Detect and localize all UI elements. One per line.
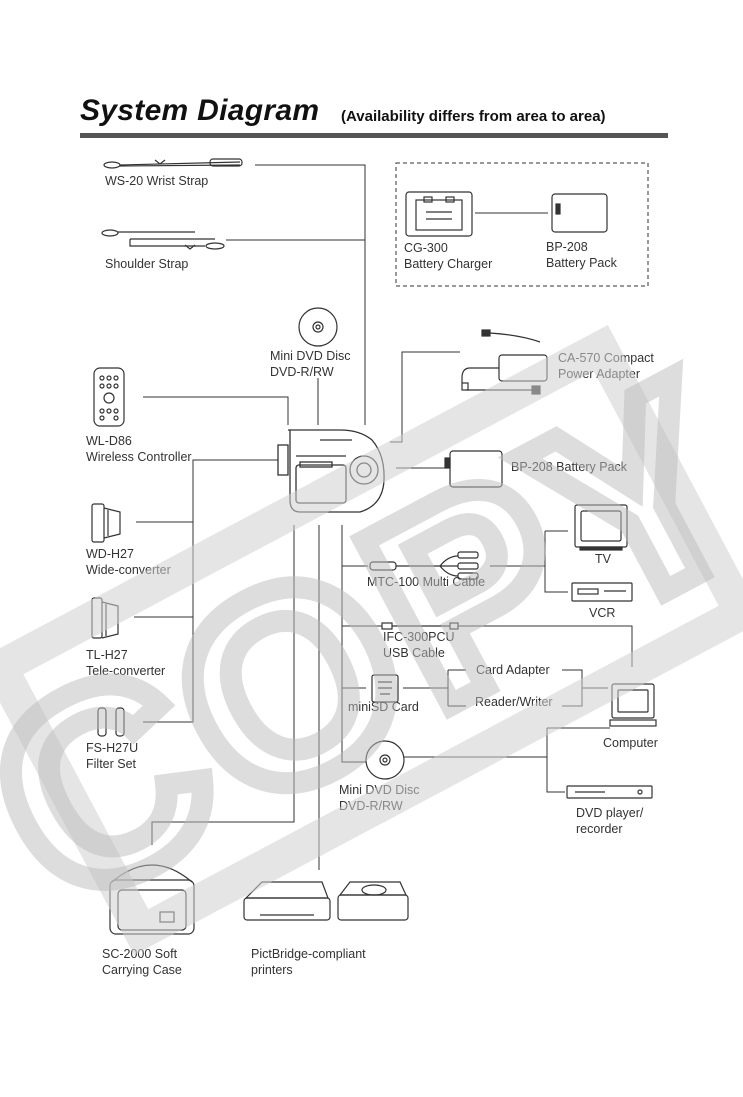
tele-converter-name: Tele-converter (86, 663, 166, 678)
vcr-icon (571, 582, 633, 602)
battery-charger-label: CG-300 Battery Charger (404, 241, 492, 272)
mini-dvd-top-type: DVD-R/RW (270, 364, 334, 379)
computer-icon (609, 683, 657, 727)
page-header: System Diagram (Availability differs fro… (80, 94, 668, 134)
battery-pack-box-name: Battery Pack (546, 255, 617, 270)
filter-set-model: FS-H27U (86, 741, 139, 755)
mini-dvd-top-icon (298, 307, 338, 347)
carrying-case-model: SC-2000 Soft (102, 947, 178, 961)
power-adapter-model: CA-570 Compact (558, 351, 654, 365)
wide-converter-label: WD-H27 Wide-converter (86, 547, 171, 578)
wireless-controller-model: WL-D86 (86, 434, 132, 448)
battery-charger-name: Battery Charger (404, 256, 493, 271)
power-adapter-icon (461, 329, 548, 395)
tele-converter-icon (91, 597, 119, 639)
mini-dvd-top-label: Mini DVD Disc DVD-R/RW (270, 349, 351, 380)
mini-dvd-bottom-icon (365, 740, 405, 780)
power-adapter-label: CA-570 Compact Power Adapter (558, 351, 654, 382)
wide-converter-name: Wide-converter (86, 562, 171, 577)
minisd-card-icon (371, 674, 399, 703)
usb-cable-model: IFC-300PCU (383, 630, 455, 644)
mini-dvd-bottom-type: DVD-R/RW (339, 798, 403, 813)
filter-set-label: FS-H27U Filter Set (86, 741, 138, 772)
tv-label: TV (595, 552, 611, 566)
mini-dvd-bottom-label: Mini DVD Disc DVD-R/RW (339, 783, 420, 814)
wireless-controller-label: WL-D86 Wireless Controller (86, 434, 192, 465)
battery-pack-right-icon (444, 450, 503, 488)
carrying-case-icon (109, 864, 195, 935)
title-rule (80, 133, 668, 138)
printers-label: PictBridge-compliant printers (251, 947, 366, 978)
card-adapter-label: Card Adapter (476, 663, 550, 677)
multi-cable-label: MTC-100 Multi Cable (367, 575, 486, 589)
camcorder-icon (277, 429, 385, 513)
usb-cable-name: USB Cable (383, 645, 445, 660)
dvd-player-name-2: recorder (576, 821, 623, 836)
wireless-controller-name: Wireless Controller (86, 449, 192, 464)
wrist-strap-label: WS-20 Wrist Strap (105, 174, 209, 188)
battery-charger-icon (405, 191, 473, 237)
usb-cable-icon (381, 622, 459, 630)
wireless-controller-icon (93, 367, 125, 427)
mini-dvd-top-name: Mini DVD Disc (270, 349, 351, 363)
page-subtitle: (Availability differs from area to area) (341, 108, 606, 125)
dvd-player-icon (566, 785, 653, 799)
minisd-card-label: miniSD Card (348, 700, 419, 714)
page-title: System Diagram (80, 94, 320, 127)
tele-converter-label: TL-H27 Tele-converter (86, 648, 165, 679)
battery-charger-model: CG-300 (404, 241, 448, 255)
dvd-player-label: DVD player/ recorder (576, 806, 643, 837)
printers-name-1: PictBridge-compliant (251, 947, 366, 961)
usb-cable-label: IFC-300PCU USB Cable (383, 630, 455, 661)
mini-dvd-bottom-name: Mini DVD Disc (339, 783, 420, 797)
shoulder-strap-label: Shoulder Strap (105, 257, 189, 271)
filter-set-icon (97, 707, 125, 737)
carrying-case-name: Carrying Case (102, 962, 182, 977)
battery-pack-box-label: BP-208 Battery Pack (546, 240, 617, 271)
charger-group-box (395, 162, 649, 287)
dvd-player-name-1: DVD player/ (576, 806, 644, 820)
wide-converter-model: WD-H27 (86, 547, 134, 561)
tele-converter-model: TL-H27 (86, 648, 128, 662)
printers-name-2: printers (251, 962, 293, 977)
power-adapter-name: Power Adapter (558, 366, 640, 381)
carrying-case-label: SC-2000 Soft Carrying Case (102, 947, 182, 978)
battery-pack-box-model: BP-208 (546, 240, 588, 254)
shoulder-strap-icon (101, 229, 225, 250)
printers-icon (243, 881, 409, 921)
tv-icon (574, 504, 628, 551)
vcr-label: VCR (589, 606, 616, 620)
wrist-strap-icon (103, 158, 243, 169)
filter-set-name: Filter Set (86, 756, 137, 771)
battery-pack-right-label: BP-208 Battery Pack (511, 460, 628, 474)
reader-writer-label: Reader/Writer (475, 695, 553, 709)
computer-label: Computer (603, 736, 658, 750)
battery-pack-box-icon (551, 193, 608, 233)
wide-converter-icon (91, 503, 121, 543)
